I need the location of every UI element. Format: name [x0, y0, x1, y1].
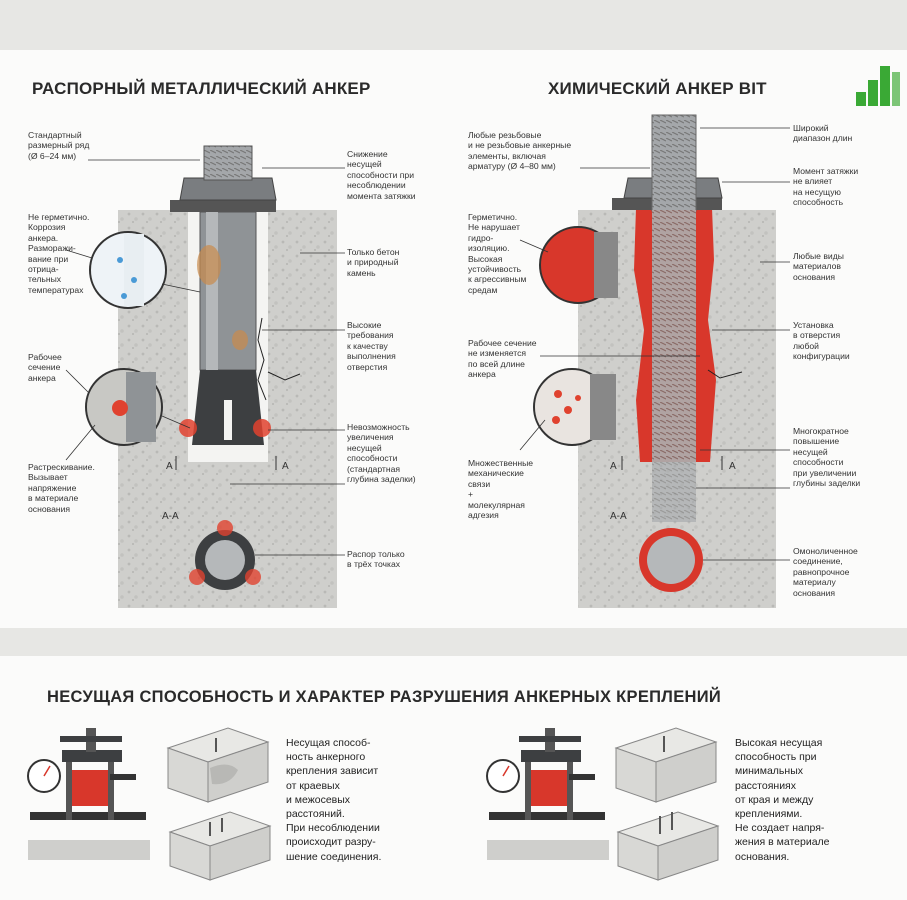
right-panel-title: ХИМИЧЕСКИЙ АНКЕР BIT — [548, 79, 767, 98]
label-section-a-left-r: А — [610, 461, 617, 472]
label-sealed: Герметично. Не нарушает гидро- изоляцию.… — [468, 212, 527, 295]
bottom-left-text: Несущая способ- ность анкерного креплени… — [286, 737, 382, 863]
label-section-a-right-r: А — [729, 461, 736, 472]
label-section-a-right: А — [282, 461, 289, 472]
label-monolithic: Омоноличенное соединение, равнопрочное м… — [793, 546, 858, 598]
pull-tester-icon-right — [486, 728, 609, 860]
label-any-materials: Любые виды материалов основания — [793, 251, 844, 282]
label-wide-range: Широкий диапазон длин — [793, 123, 853, 144]
label-standard-range: Стандартный размерный ряд (Ø 6–24 мм) — [28, 130, 90, 161]
left-bolt-thread — [203, 145, 253, 181]
label-high-requirements: Высокие требования к качеству выполнения… — [347, 320, 396, 372]
label-concrete-only: Только бетон и природный камень — [347, 247, 400, 278]
label-torque-no-effect: Момент затяжки не влияет на несущую спос… — [793, 166, 859, 208]
label-section-a-left: А — [166, 461, 173, 472]
label-three-points: Распор только в трёх точках — [347, 549, 405, 570]
label-any-elements: Любые резьбовые и не резьбовые анкерные … — [468, 130, 572, 172]
left-panel-title: РАСПОРНЫЙ МЕТАЛЛИЧЕСКИЙ АНКЕР — [32, 79, 371, 98]
bottom-right-text: Высокая несущая способность при минималь… — [735, 737, 830, 863]
label-not-sealed: Не герметично. Коррозия анкера. Размораж… — [28, 212, 90, 295]
label-section-constant: Рабочее сечение не изменяется по всей дл… — [468, 338, 537, 380]
right-threaded-rod — [651, 114, 697, 212]
pull-tester-icon-left — [27, 728, 150, 860]
logo-icon — [856, 66, 900, 106]
concrete-block-icon-right — [614, 727, 720, 881]
label-section-aa-r: А-А — [610, 511, 627, 522]
bottom-section-title: НЕСУЩАЯ СПОСОБНОСТЬ И ХАРАКТЕР РАЗРУШЕНИ… — [47, 688, 722, 706]
label-working-section: Рабочее сечение анкера — [28, 352, 62, 383]
label-cracking: Растрескивание. Вызывает напряжение в ма… — [28, 462, 95, 514]
left-nut — [179, 177, 277, 201]
label-multiple-increase: Многократное повышение несущей способнос… — [793, 426, 861, 489]
label-any-hole: Установка в отверстия любой конфигурации — [793, 320, 850, 362]
concrete-block-icon-left — [166, 727, 272, 881]
middle-texture-strip — [0, 628, 907, 656]
top-texture-strip — [0, 0, 907, 50]
label-multiple-bonds: Множественные механические связи + молек… — [468, 458, 534, 521]
label-no-increase: Невозможность увеличения несущей способн… — [347, 422, 416, 485]
label-torque-reduction: Снижение несущей способности при несоблю… — [347, 149, 416, 201]
label-section-aa: А-А — [162, 511, 179, 522]
